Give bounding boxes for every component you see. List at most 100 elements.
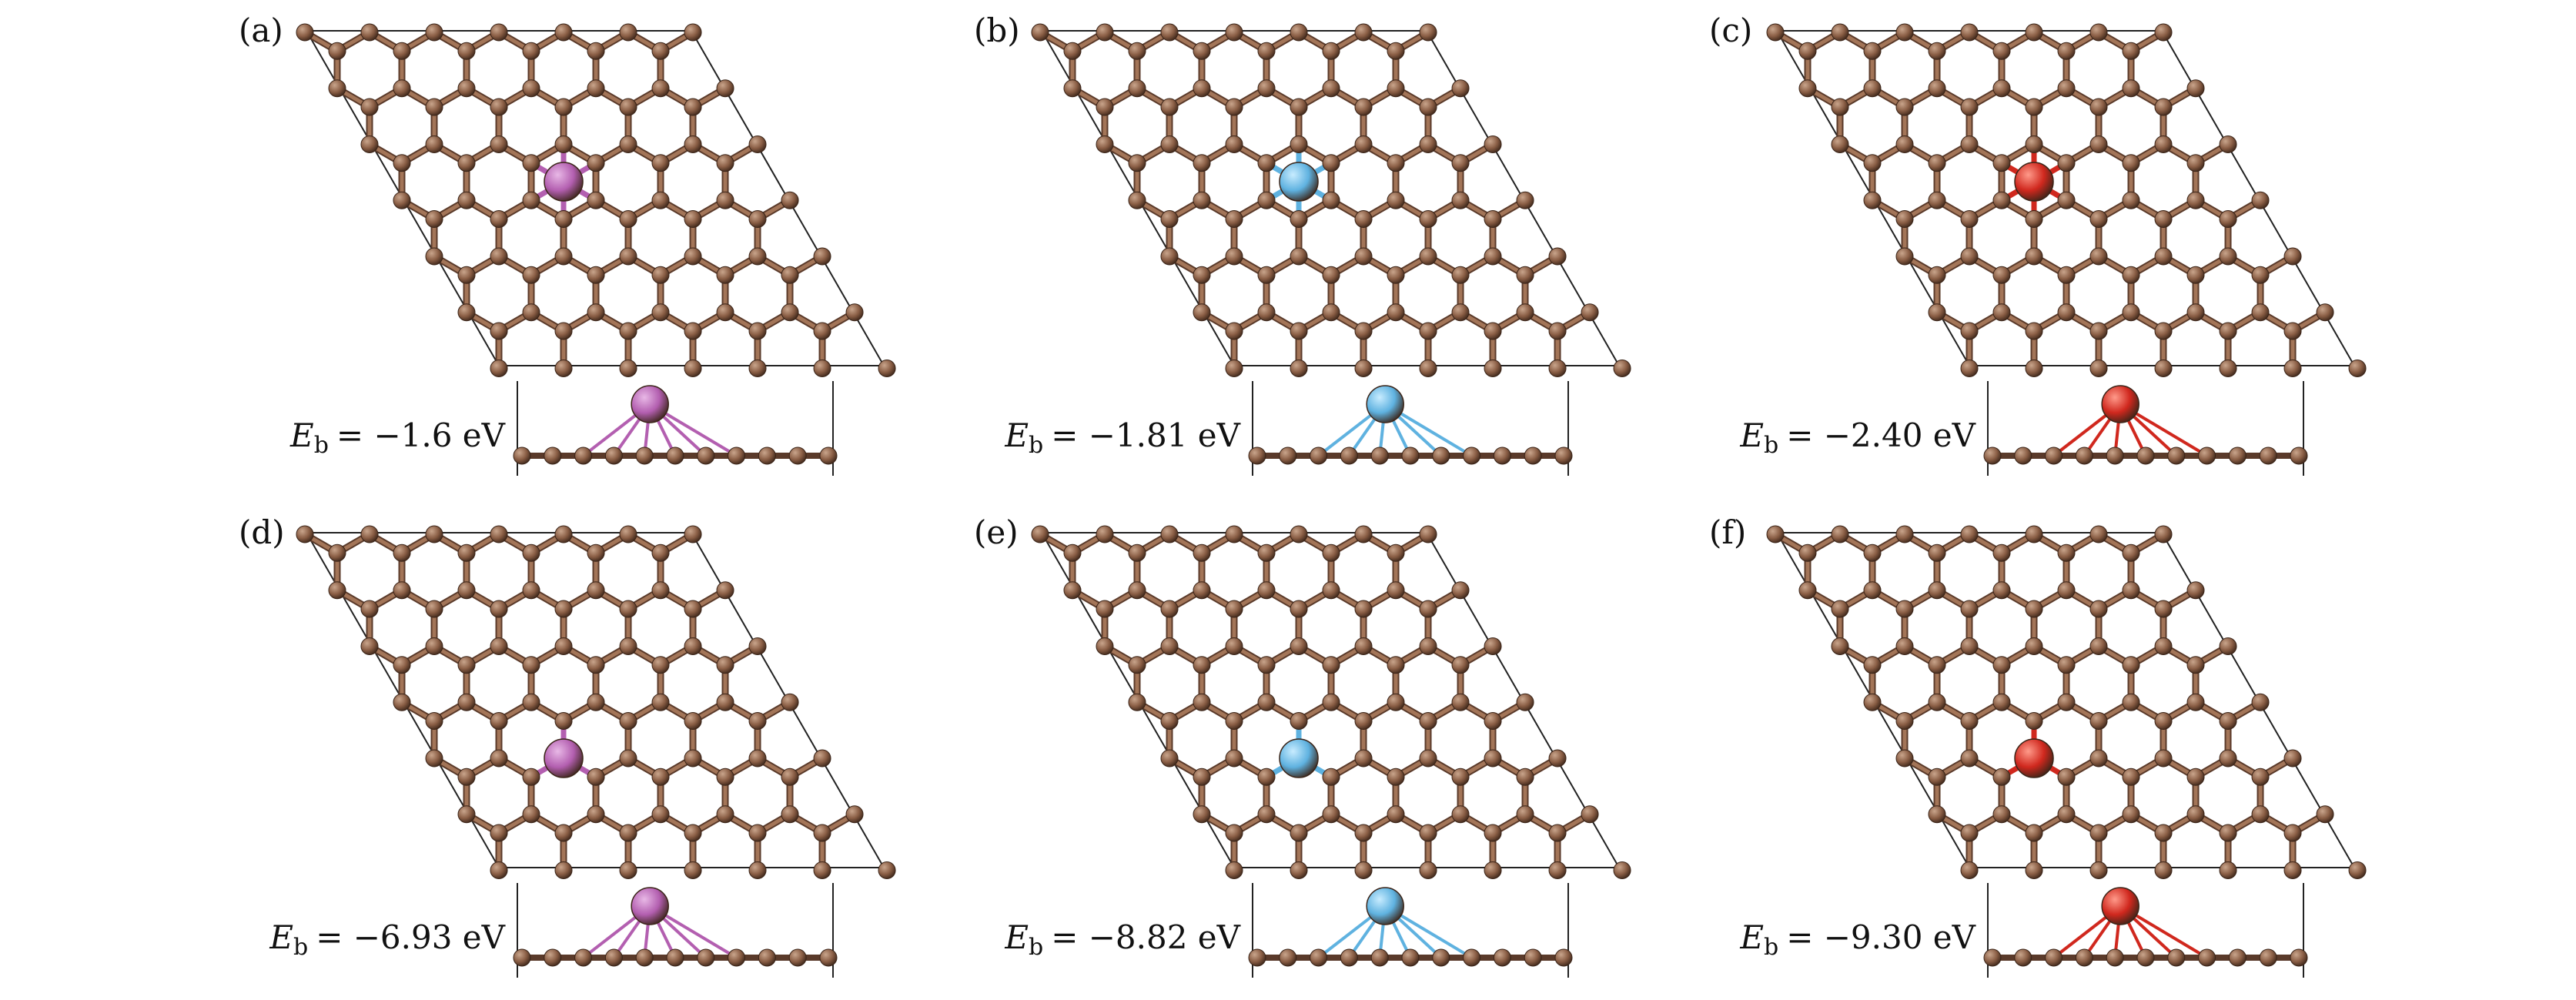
dopant-atom	[1279, 162, 1319, 202]
carbon-atom	[1928, 191, 1946, 209]
carbon-atom	[1290, 322, 1308, 340]
carbon-atom	[1960, 824, 1979, 842]
carbon-atom	[813, 824, 831, 842]
carbon-atom	[1128, 42, 1146, 60]
carbon-atom	[587, 79, 605, 98]
carbon-atom	[651, 581, 670, 600]
carbon-atom	[1992, 693, 2011, 711]
carbon-atom	[2089, 360, 2108, 377]
energy-symbol: E	[269, 918, 293, 956]
carbon-atom	[1160, 637, 1179, 655]
carbon-atom	[1096, 637, 1114, 655]
carbon-atom	[1766, 23, 1785, 42]
carbon-atom	[1516, 191, 1534, 209]
side-carbon-atom	[2014, 948, 2032, 967]
carbon-atom	[651, 191, 670, 209]
carbon-atom	[2122, 581, 2140, 600]
carbon-atom	[781, 768, 799, 786]
side-carbon-atom	[2075, 948, 2093, 967]
side-carbon-atom	[2259, 948, 2277, 967]
carbon-atom	[1225, 322, 1243, 340]
carbon-atom	[1225, 749, 1243, 768]
carbon-atom	[1354, 525, 1373, 543]
carbon-atom	[1193, 266, 1211, 284]
dopant-atom	[544, 162, 584, 202]
carbon-atom	[1451, 656, 1470, 674]
carbon-atom	[1387, 543, 1405, 562]
carbon-atom	[393, 581, 411, 600]
side-carbon-atom	[758, 446, 776, 465]
panel-b: (b)Eb= −1.81 eV	[974, 12, 1631, 476]
carbon-atom	[684, 23, 702, 42]
carbon-atom	[716, 79, 734, 98]
carbon-atom	[813, 322, 831, 340]
carbon-atom	[1960, 322, 1979, 340]
carbon-atom	[522, 154, 540, 172]
side-carbon-atom	[635, 948, 654, 967]
carbon-atom	[2251, 303, 2270, 322]
carbon-atom	[1322, 543, 1340, 562]
carbon-atom	[1225, 23, 1243, 42]
carbon-atom	[2219, 712, 2237, 730]
side-carbon-atom	[697, 446, 715, 465]
carbon-atom	[2025, 210, 2043, 228]
carbon-atom	[490, 861, 508, 879]
carbon-atom	[360, 135, 379, 153]
carbon-atom	[1322, 768, 1340, 786]
carbon-atom	[490, 525, 508, 543]
carbon-atom	[328, 581, 346, 600]
carbon-atom	[2251, 191, 2270, 209]
carbon-atom	[1798, 79, 1817, 98]
carbon-atom	[425, 210, 443, 228]
side-carbon-atom	[728, 446, 746, 465]
carbon-atom	[1257, 693, 1276, 711]
carbon-atom	[1928, 693, 1946, 711]
dopant-atom	[2014, 162, 2054, 202]
carbon-atom	[748, 360, 767, 377]
carbon-atom	[1451, 303, 1470, 322]
carbon-atom	[1354, 322, 1373, 340]
carbon-atom	[587, 805, 605, 824]
carbon-atom	[1354, 23, 1373, 42]
carbon-atom	[2025, 525, 2043, 543]
carbon-atom	[2057, 191, 2076, 209]
carbon-atom	[1225, 824, 1243, 842]
carbon-atom	[1193, 303, 1211, 322]
carbon-atom	[1128, 191, 1146, 209]
carbon-atom	[1484, 322, 1502, 340]
side-carbon-atom	[1983, 948, 2002, 967]
carbon-atom	[1419, 247, 1437, 266]
carbon-atom	[1225, 135, 1243, 153]
side-carbon-atom	[635, 446, 654, 465]
carbon-atom	[554, 360, 573, 377]
side-carbon-atom	[1248, 948, 1266, 967]
carbon-atom	[781, 303, 799, 322]
carbon-atom	[1225, 861, 1243, 879]
carbon-atom	[1160, 135, 1179, 153]
carbon-atom	[1387, 154, 1405, 172]
carbon-atom	[2089, 247, 2108, 266]
carbon-atom	[813, 360, 831, 377]
side-carbon-atom	[1310, 948, 1328, 967]
carbon-atom	[1863, 79, 1882, 98]
carbon-atom	[2122, 191, 2140, 209]
carbon-atom	[587, 543, 605, 562]
carbon-atom	[1992, 42, 2011, 60]
energy-value: = −1.81 eV	[1051, 416, 1240, 454]
carbon-atom	[1290, 98, 1308, 116]
carbon-atom	[2089, 322, 2108, 340]
dopant-atom	[1279, 738, 1319, 778]
carbon-atom	[619, 749, 637, 768]
carbon-atom	[1960, 210, 1979, 228]
carbon-atom	[651, 266, 670, 284]
carbon-atom	[425, 637, 443, 655]
carbon-atom	[878, 360, 896, 377]
carbon-atom	[328, 79, 346, 98]
carbon-atom	[2089, 98, 2108, 116]
carbon-atom	[2154, 322, 2173, 340]
carbon-atom	[1387, 266, 1405, 284]
carbon-atom	[1225, 247, 1243, 266]
carbon-atom	[1290, 247, 1308, 266]
carbon-atom	[1895, 637, 1914, 655]
carbon-atom	[2219, 637, 2237, 655]
